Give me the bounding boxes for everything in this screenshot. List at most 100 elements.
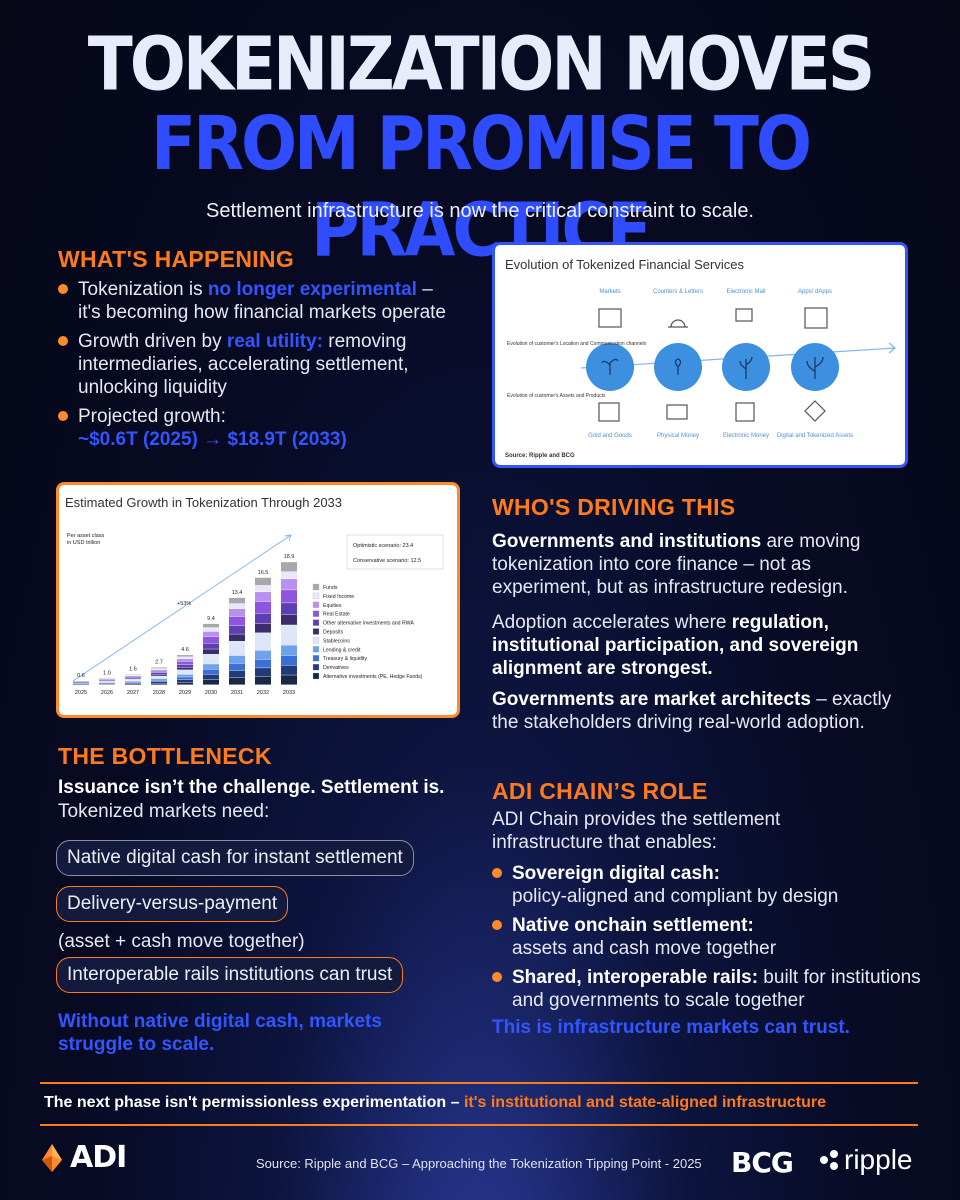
top-label-apps: Apps/ dApps: [798, 289, 832, 295]
sprout-icon: [601, 358, 619, 375]
bar-segment: [99, 681, 115, 682]
bar-segment: [255, 633, 271, 651]
bar-total-label: 16.5: [258, 570, 269, 576]
adi-role-closing: This is infrastructure markets can trust…: [492, 1017, 850, 1038]
bar-segment: [255, 585, 271, 592]
list-item: Tokenization is no longer experimental –…: [58, 278, 458, 324]
bullet-dot-icon: [58, 284, 68, 294]
pill-interoperable-rails: Interoperable rails institutions can tru…: [56, 957, 404, 993]
bar-segment: [203, 636, 219, 643]
footer-tagline: The next phase isn't permissionless expe…: [44, 1094, 827, 1111]
bar-segment: [281, 655, 297, 666]
x-tick-label: 2028: [153, 690, 165, 696]
ripple-mark-icon: [820, 1150, 838, 1170]
adi-diamond-icon: [42, 1143, 62, 1172]
bar-segment: [177, 679, 193, 682]
bar-segment: [281, 675, 297, 685]
bar-segment: [255, 613, 271, 624]
bar-segment: [203, 623, 219, 628]
bar-segment: [151, 674, 167, 676]
bar-segment: [203, 643, 219, 649]
x-tick-label: 2029: [179, 690, 191, 696]
bar-segment: [177, 657, 193, 659]
bar-segment: [203, 627, 219, 632]
bar-segment: [203, 631, 219, 637]
x-tick-label: 2027: [127, 690, 139, 696]
drivers-paragraph-3: Governments are market architects – exac…: [492, 689, 892, 733]
drivers-heading: WHO'S DRIVING THIS: [492, 494, 736, 520]
bar-segment: [229, 663, 245, 671]
bar-total-label: 4.6: [181, 647, 189, 653]
legend-label: Equities: [323, 603, 342, 609]
unit-label-1: Per asset class: [67, 533, 105, 539]
growth-chart-card: Estimated Growth in Tokenization Through…: [56, 482, 460, 718]
left-label-2: Evolution of customer's Assets and Produ…: [507, 393, 606, 399]
list-item: Growth driven by real utility: removing …: [58, 330, 458, 399]
cash-icon: [666, 404, 688, 420]
bottom-label-electronic: Electronic Money: [723, 433, 769, 439]
bar-segment: [151, 667, 167, 669]
whats-happening-list: Tokenization is no longer experimental –…: [58, 278, 458, 457]
bar-segment: [125, 676, 141, 678]
arrow-head-icon: [888, 342, 896, 354]
bar-segment: [151, 683, 167, 685]
adi-role-list: Sovereign digital cash:policy-aligned an…: [492, 862, 932, 1018]
bar-segment: [255, 676, 271, 685]
pill-note: (asset + cash move together): [58, 931, 305, 952]
bar-segment: [203, 654, 219, 664]
bar-segment: [151, 670, 167, 671]
bar-segment: [151, 676, 167, 679]
bar-segment: [229, 655, 245, 664]
x-tick-label: 2031: [231, 690, 243, 696]
drivers-paragraph-1: Governments and institutions are moving …: [492, 531, 861, 598]
legend-swatch: [312, 672, 320, 680]
x-tick-label: 2033: [283, 690, 295, 696]
legend-swatch: [312, 619, 320, 626]
bar-segment: [177, 667, 193, 670]
bar-segment: [151, 678, 167, 681]
x-tick-label: 2030: [205, 690, 217, 696]
gold-blocks-icon: [598, 402, 620, 422]
bar-segment: [203, 674, 219, 680]
bar-segment: [229, 634, 245, 642]
legend-swatch: [312, 628, 320, 635]
bottleneck-heading: THE BOTTLENECK: [58, 743, 272, 769]
adi-role-heading: ADI CHAIN’S ROLE: [492, 778, 708, 804]
bar-segment: [177, 670, 193, 675]
bottom-label-digital: Digital and Tokenized Assets: [777, 433, 853, 439]
bar-segment: [177, 655, 193, 657]
bar-segment: [151, 681, 167, 683]
evolution-diagram: Markets Counters & Letters Electronic Ma…: [505, 289, 896, 459]
list-item: Projected growth:~$0.6T (2025) → $18.9T …: [58, 405, 458, 451]
plant-icon: [739, 356, 753, 379]
footer-divider-bottom: [40, 1124, 918, 1126]
list-item: Shared, interoperable rails: built for i…: [492, 966, 932, 1012]
bar-segment: [281, 579, 297, 590]
bar-segment: [177, 674, 193, 677]
bullet-dot-icon: [492, 972, 502, 982]
bullet-dot-icon: [492, 920, 502, 930]
evolution-source: Source: Ripple and BCG: [505, 453, 575, 459]
bar-segment: [177, 659, 193, 662]
electronic-money-icon: [735, 402, 755, 422]
footer-source: Source: Ripple and BCG – Approaching the…: [256, 1156, 702, 1171]
bullet-dot-icon: [58, 336, 68, 346]
mail-icon: [735, 308, 753, 322]
sprout-icon: [674, 358, 682, 375]
bar-segment: [125, 678, 141, 680]
x-tick-label: 2026: [101, 690, 113, 696]
legend-label: Stablecoins: [323, 638, 350, 644]
legend-swatch: [312, 663, 320, 671]
bar-segment: [151, 668, 167, 670]
adi-logo: ADI: [40, 1140, 127, 1175]
legend-swatch: [312, 637, 320, 644]
legend-label: Real Estate: [323, 612, 350, 618]
bar-segment: [255, 601, 271, 614]
legend-label: Alternative investments (PE, Hedge Funds…: [323, 674, 423, 680]
plant-icon: [806, 356, 824, 379]
legend-swatch: [312, 601, 320, 608]
app-window-icon: [804, 307, 828, 329]
legend-label: Derivatives: [323, 665, 349, 671]
cagr-label: +53%: [177, 601, 191, 607]
bar-segment: [229, 625, 245, 634]
